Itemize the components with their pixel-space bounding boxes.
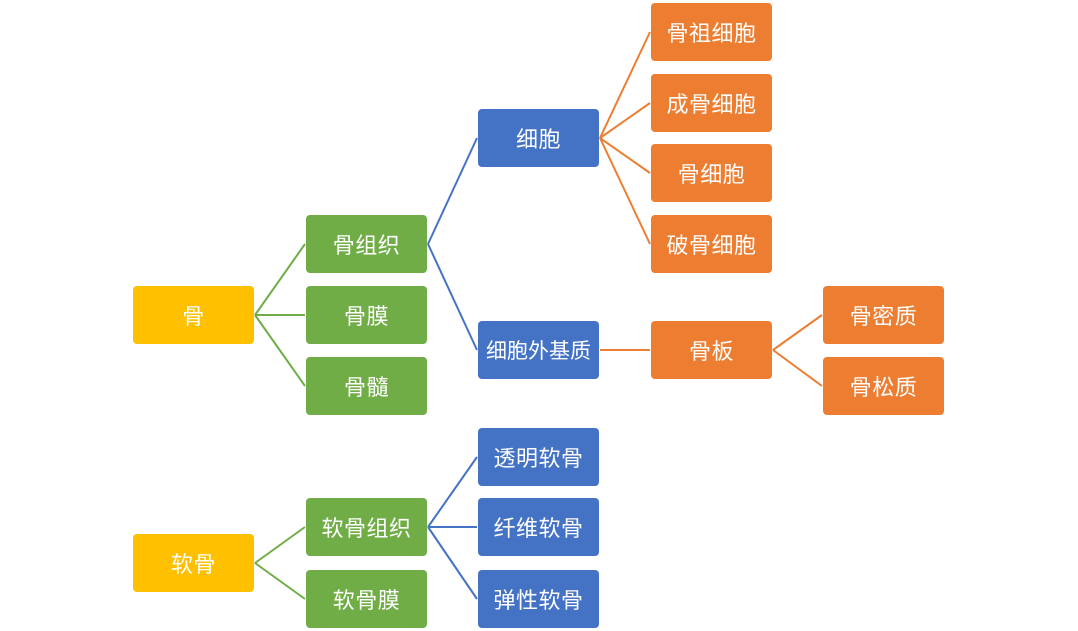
node-osteocyte: 骨细胞 xyxy=(651,144,772,202)
node-fibrous-cartilage: 纤维软骨 xyxy=(478,498,599,556)
node-label: 骨 xyxy=(182,305,205,330)
node-extracellular-matrix: 细胞外基质 xyxy=(478,321,599,379)
node-label: 细胞外基质 xyxy=(486,339,591,363)
node-label: 破骨细胞 xyxy=(666,234,757,259)
node-label: 骨膜 xyxy=(343,305,389,330)
node-label: 弹性软骨 xyxy=(493,589,584,614)
node-compact-bone: 骨密质 xyxy=(823,286,944,344)
edge-bone-tissue-to-ecm xyxy=(427,243,478,351)
node-label: 骨祖细胞 xyxy=(666,22,757,47)
node-label: 透明软骨 xyxy=(493,447,584,472)
node-label: 骨松质 xyxy=(849,376,918,401)
node-label: 骨板 xyxy=(688,340,734,365)
node-hyaline-cartilage: 透明软骨 xyxy=(478,428,599,486)
edge-bone-to-bone-tissue xyxy=(254,243,306,316)
node-osteoclast: 破骨细胞 xyxy=(651,215,772,273)
node-cartilage-tissue: 软骨组织 xyxy=(306,498,427,556)
node-label: 骨髓 xyxy=(343,376,389,401)
edge-lamella-to-compact xyxy=(772,314,823,351)
edge-cells-to-osteoclast xyxy=(599,137,651,245)
edge-cartilage-tissue-to-elastic xyxy=(427,526,478,600)
node-label: 软骨组织 xyxy=(321,517,412,542)
edge-cartilage-tissue-to-hyaline xyxy=(427,456,478,528)
node-bone-tissue: 骨组织 xyxy=(306,215,427,273)
node-label: 软骨 xyxy=(170,553,216,578)
node-label: 骨细胞 xyxy=(677,163,746,188)
node-marrow: 骨髓 xyxy=(306,357,427,415)
node-osteoprogenitor: 骨祖细胞 xyxy=(651,3,772,61)
edge-lamella-to-spongy xyxy=(772,349,823,387)
edge-bone-tissue-to-cells xyxy=(427,137,478,245)
node-elastic-cartilage: 弹性软骨 xyxy=(478,570,599,628)
node-osteoblast: 成骨细胞 xyxy=(651,74,772,132)
node-periosteum: 骨膜 xyxy=(306,286,427,344)
edge-cartilage-to-perichondrium xyxy=(254,562,306,600)
edge-bone-to-marrow xyxy=(254,314,306,387)
node-lamella: 骨板 xyxy=(651,321,772,379)
edge-cells-to-osteoprogenitor xyxy=(599,31,651,139)
node-label: 成骨细胞 xyxy=(666,93,757,118)
node-label: 骨组织 xyxy=(332,234,401,259)
node-label: 细胞 xyxy=(515,128,561,153)
edge-cells-to-osteocyte xyxy=(599,137,651,174)
edge-cells-to-osteoblast xyxy=(599,102,651,139)
node-label: 骨密质 xyxy=(849,305,918,330)
node-cells: 细胞 xyxy=(478,109,599,167)
node-label: 纤维软骨 xyxy=(493,517,584,542)
node-perichondrium: 软骨膜 xyxy=(306,570,427,628)
node-label: 软骨膜 xyxy=(332,589,401,614)
edge-cartilage-to-cartilage-tissue xyxy=(254,526,306,564)
node-cartilage: 软骨 xyxy=(133,534,254,592)
node-bone: 骨 xyxy=(133,286,254,344)
node-spongy-bone: 骨松质 xyxy=(823,357,944,415)
